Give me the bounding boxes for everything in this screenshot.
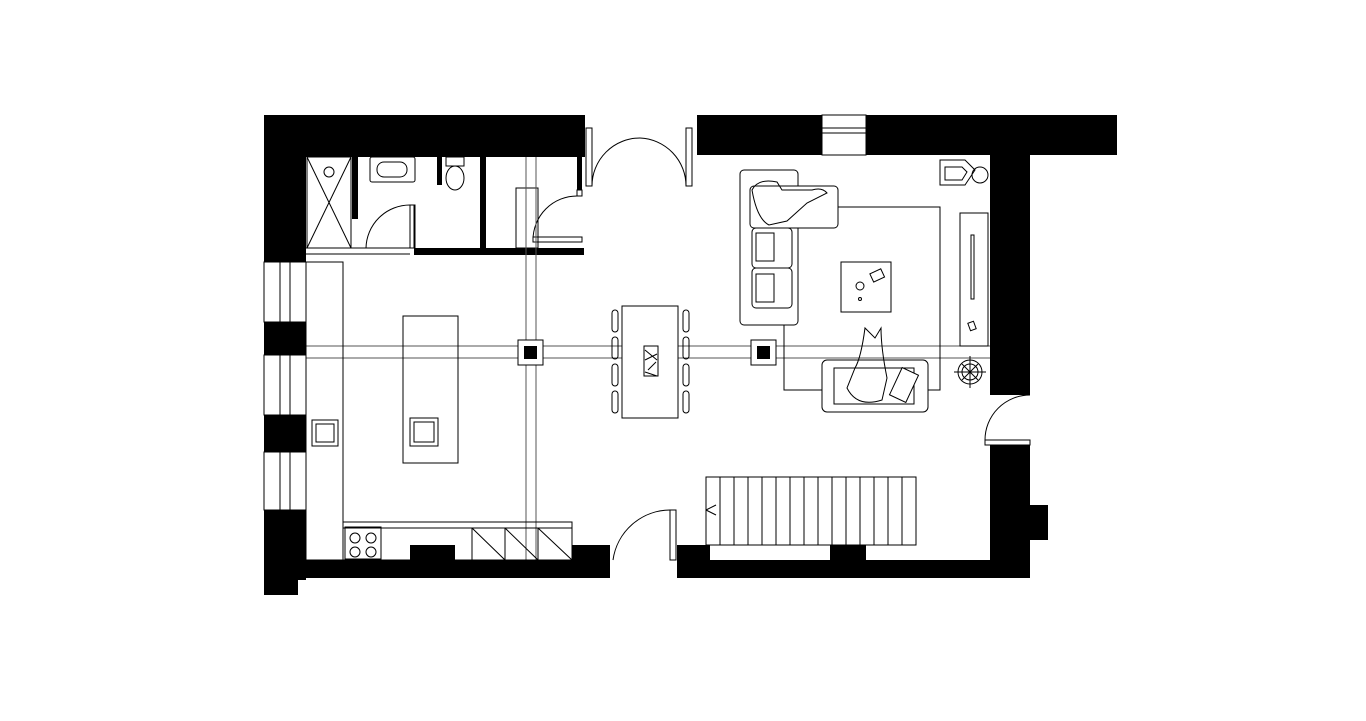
column-2 [750,339,777,366]
back-door[interactable] [612,509,677,561]
dining-chair [611,336,619,360]
bathroom [306,156,584,255]
wall-bottom-pier-1 [410,545,455,578]
kitchen [305,261,573,561]
dining-chair [682,390,690,414]
wall-right-bump [1030,505,1048,540]
dining-table [621,305,679,419]
wall-right-lower [990,445,1030,578]
wall-top-left [264,115,585,157]
bathroom-door[interactable] [365,204,416,249]
shower [306,156,352,249]
window-left-3 [263,451,307,511]
entrance-double-door[interactable] [585,127,693,187]
armchair[interactable] [939,159,989,186]
side-door[interactable] [984,394,1031,446]
dining-chair [611,363,619,387]
plant-centerpiece [643,345,659,377]
wc-door[interactable] [532,189,583,243]
kitchen-island [402,315,459,464]
washbasin [369,156,416,183]
tv-console [959,212,989,347]
sectional-sofa[interactable] [739,169,839,326]
column-1 [517,339,544,366]
loveseat[interactable] [821,326,929,413]
window-left-1 [263,261,307,323]
wall-right-upper [990,145,1030,395]
doors [365,127,1031,561]
dining-chair [611,390,619,414]
dining-chair [682,336,690,360]
wall-top-middle [697,115,822,155]
floor-lamp [954,356,986,388]
living-room [739,159,989,413]
walls [264,115,1117,595]
dining-chair [682,309,690,333]
wc-cabinet [515,187,539,249]
wall-bottom-pier-2 [572,545,610,578]
staircase [705,476,917,546]
window-top [821,114,867,156]
wall-top-right-end [1030,115,1117,145]
dining-chair [682,363,690,387]
wall-left-upper [264,115,306,262]
sink-counter [311,419,339,447]
wall-left-pier-2 [264,415,306,452]
coffee-table [840,261,892,313]
wall-left-pier-1 [264,322,306,355]
wall-bottom-pier-4 [830,545,866,578]
toilet [445,156,465,191]
wall-bottom-pier-3 [677,545,710,578]
dining-chair [611,309,619,333]
wall-corner-bottom-left [264,560,298,595]
dining-set [611,305,690,419]
counter-left [305,261,344,561]
cooktop [344,526,382,560]
window-left-2 [263,354,307,416]
appliances [471,527,573,561]
